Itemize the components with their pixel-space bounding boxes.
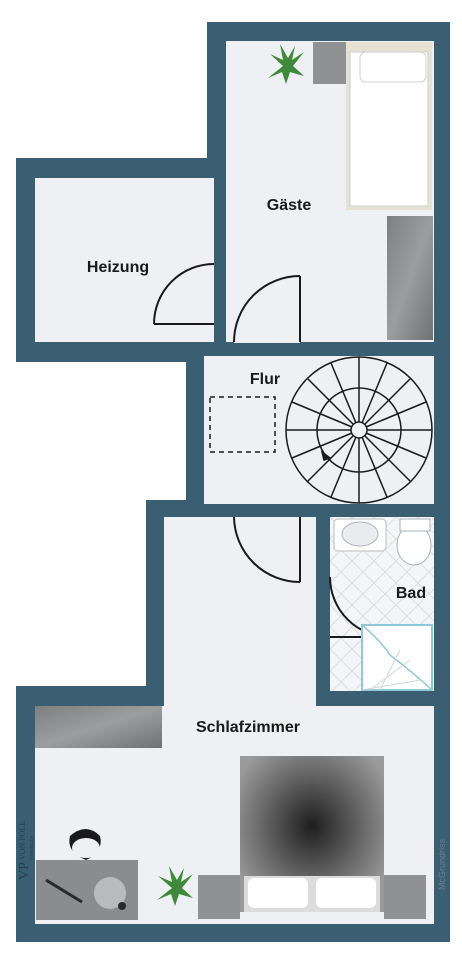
gaeste-furniture: [268, 42, 433, 340]
wardrobe-bedroom: [35, 706, 162, 748]
nightstand-left: [198, 875, 240, 919]
room-label-flur: Flur: [250, 371, 280, 388]
wardrobe: [387, 216, 433, 340]
pillow: [359, 51, 427, 83]
room-label-gaeste: Gäste: [267, 197, 312, 214]
doors: [153, 263, 391, 638]
plant-icon: [157, 866, 193, 906]
desk-item: [94, 877, 126, 909]
room-label-schlafzimmer: Schlafzimmer: [196, 719, 300, 736]
door-schlafzimmer: [233, 516, 301, 583]
room-heizung-floor: [35, 178, 214, 342]
bad-fixtures: [333, 518, 433, 691]
brand-monogram: VP: [17, 862, 32, 880]
brand-name: VON POLL: [18, 821, 27, 860]
pillow-right: [316, 878, 376, 908]
plant-icon: [268, 44, 304, 84]
room-label-bad: Bad: [396, 585, 426, 602]
brand-sub: IMMOBILIEN: [29, 835, 34, 860]
door-heizung: [153, 263, 215, 325]
spiral-staircase: [285, 356, 433, 504]
toilet-tank: [399, 518, 431, 532]
pillow-left: [248, 878, 308, 908]
credit-text: McGrundriss: [437, 838, 447, 890]
door-gaeste: [233, 275, 301, 343]
interior-walls: [35, 178, 450, 706]
sink-basin: [341, 521, 379, 547]
schlafzimmer-furniture: [35, 706, 426, 920]
brand-logo: VP VON POLL IMMOBILIEN: [17, 821, 34, 880]
room-label-heizung: Heizung: [87, 259, 149, 276]
nightstand-right: [384, 875, 426, 919]
attic-hatch: [209, 396, 276, 453]
